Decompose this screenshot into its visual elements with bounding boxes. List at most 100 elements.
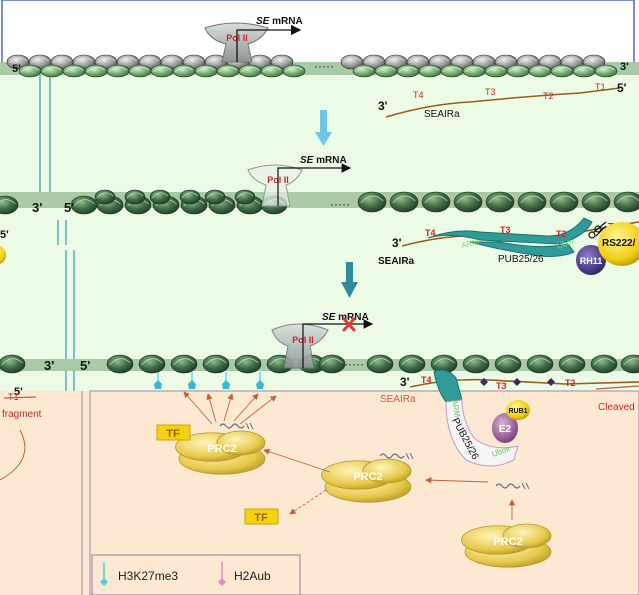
- legend-h2aub-icon: [218, 562, 226, 586]
- panel3-rub1-label: RUB1: [508, 408, 527, 415]
- nucleosome: [506, 64, 530, 78]
- panel3-tf-box-2: [244, 508, 279, 525]
- panel1-mrna-arrow: [236, 24, 302, 62]
- nucleosome: [484, 64, 508, 78]
- arrow-panel2-to-panel3: [341, 262, 358, 298]
- nucleosome: [558, 354, 586, 374]
- nucleosome: [462, 354, 490, 374]
- prc2-label: PRC2: [207, 443, 236, 455]
- panel3-seairna-3-end: 3': [400, 375, 410, 389]
- nucleosome: [440, 64, 464, 78]
- nucleosome: [0, 354, 26, 374]
- panel2-rh11-ball: [576, 245, 606, 275]
- prc2-complex-center: PRC2: [321, 458, 412, 503]
- panel3-left-fragment-strand: [3, 396, 37, 399]
- nucleosome: [526, 354, 554, 374]
- nucleosome: [389, 191, 419, 213]
- nucleosome: [590, 354, 618, 374]
- panel2-pub-teal-body: [427, 217, 593, 257]
- panel2-scissors-icon: [588, 221, 607, 239]
- nucleosome: [128, 64, 152, 78]
- legend-h3k27me3-label: H3K27me3: [118, 569, 178, 583]
- nucleosome: [318, 354, 346, 374]
- nucleosome: [170, 354, 198, 374]
- nucleosome: [0, 195, 19, 215]
- prc2-complex-top-left: PRC2: [175, 430, 266, 475]
- nucleosome: [528, 64, 552, 78]
- panel2-end-5-far-left: 5': [0, 229, 9, 241]
- panel3-inner-frame: [89, 390, 639, 595]
- panel3-block-cross-icon: [342, 317, 356, 332]
- panel3-fragment-label: fragment: [2, 409, 42, 420]
- panel2-end-3: 3': [32, 200, 42, 215]
- nucleosome: [594, 64, 618, 78]
- nucleosome: [149, 189, 171, 205]
- nucleosome: [396, 64, 420, 78]
- panel3-tf-label-1: TF: [166, 428, 180, 440]
- panel3-se-mrna-label: SE mRNA: [322, 312, 369, 323]
- panel1-t1: T1: [595, 82, 606, 92]
- panel3-arm-label: ARM: [450, 399, 462, 418]
- panel3-modification-tags: [219, 422, 530, 490]
- nucleosome: [234, 354, 262, 374]
- panel3-end-5-left: 5': [14, 386, 23, 398]
- nucleosome: [613, 191, 639, 213]
- nucleosome: [418, 64, 442, 78]
- nucleosome: [620, 354, 639, 374]
- panel1-seairna-strand: [385, 87, 621, 118]
- nucleosome: [106, 354, 134, 374]
- panel3-t1-left: T1: [8, 392, 19, 402]
- nucleosome: [260, 64, 284, 78]
- panel2-seairna-3-end: 3': [392, 236, 402, 250]
- panel2-t3: T3: [500, 225, 511, 235]
- nucleosome: [62, 64, 86, 78]
- prc2-label: PRC2: [353, 471, 382, 483]
- panel3-h3k27me3-marks: [154, 372, 264, 389]
- nucleosome: [202, 354, 230, 374]
- panel1-end-5-left: 5': [12, 63, 21, 75]
- nucleosome: [462, 64, 486, 78]
- panel2-rs222-label: RS222/: [602, 238, 636, 249]
- panel3-end-3: 3': [44, 358, 54, 373]
- panel1-background: [0, 0, 639, 65]
- nucleosome: [517, 191, 547, 213]
- nucleosome: [550, 64, 574, 78]
- nucleosome: [398, 354, 426, 374]
- panel3-end-5: 5': [80, 358, 90, 373]
- panel2-t2: T2: [556, 229, 567, 239]
- panel3-fragment-curve: [0, 429, 26, 481]
- panel1-t4: T4: [413, 90, 424, 100]
- panel2-end-5: 5': [64, 200, 74, 215]
- panel2-arm-label: ARM: [461, 237, 481, 250]
- legend-box: [91, 554, 301, 595]
- panel3-cleaved-label: Cleaved: [598, 402, 635, 413]
- nucleosome: [40, 64, 64, 78]
- panel2-pub-label: PUB25/26: [498, 254, 544, 265]
- panel1-t2: T2: [543, 91, 554, 101]
- nucleosome: [84, 64, 108, 78]
- nucleosome: [494, 354, 522, 374]
- panel3-recruitment-arrows: [183, 391, 516, 520]
- panel1-end-3-right: 3': [620, 61, 629, 73]
- nucleosome: [194, 64, 218, 78]
- panel1-nucleosomes: [6, 54, 618, 78]
- nucleosome: [70, 195, 98, 215]
- prc2-label: PRC2: [493, 536, 522, 548]
- arrow-panel1-to-panel2: [315, 110, 332, 146]
- nucleosome: [453, 191, 483, 213]
- nucleosome: [172, 64, 196, 78]
- panel3-e2-label: E2: [499, 424, 512, 435]
- panel2-left-yellow-partial: [0, 246, 6, 264]
- panel3-tf-label-2: TF: [254, 512, 268, 524]
- nucleosome: [179, 189, 201, 205]
- panel1-seairna-3-end: 3': [378, 99, 388, 113]
- panel3-seairna-label: SEAIRa: [380, 394, 416, 405]
- panel2-background: [0, 64, 639, 391]
- nucleosome: [234, 189, 256, 205]
- panel2-rs222-ball: [598, 222, 639, 266]
- nucleosome: [357, 191, 387, 213]
- nucleosome: [124, 189, 146, 205]
- nucleosome: [282, 64, 306, 78]
